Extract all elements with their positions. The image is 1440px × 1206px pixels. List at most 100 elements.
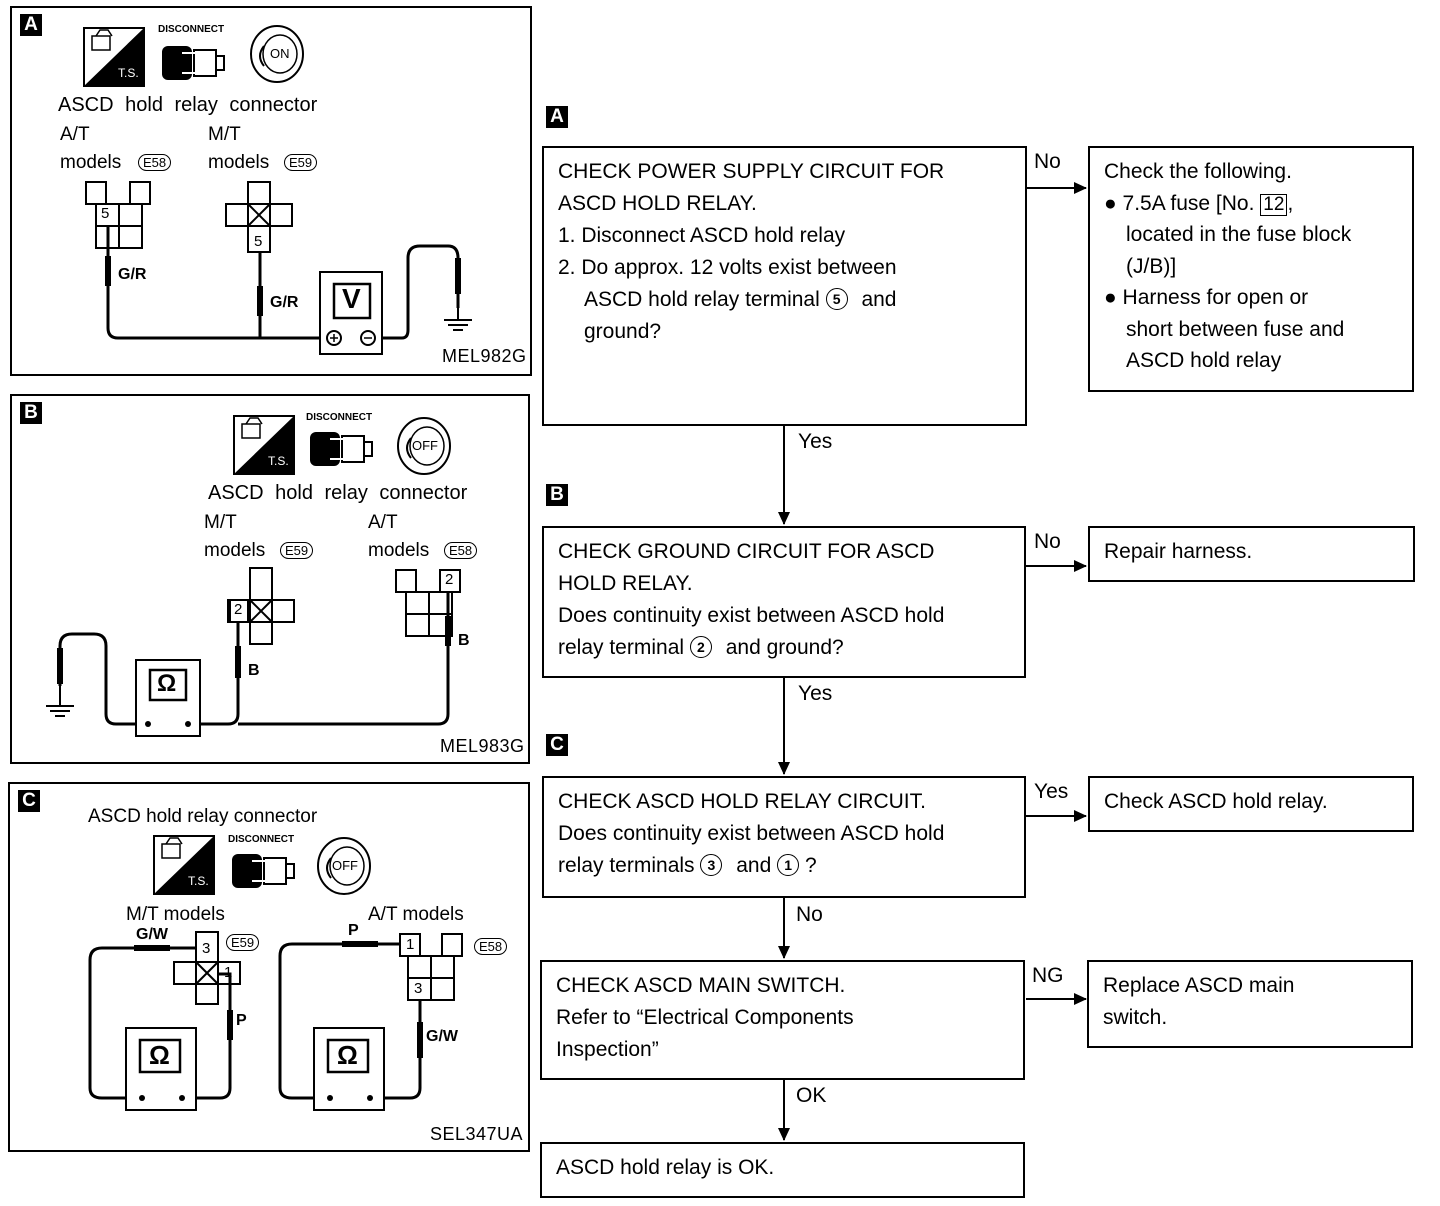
mt-connector-code: E59 (280, 542, 314, 559)
step-b-line-4b: and ground? (725, 636, 844, 659)
panel-letter: C (18, 790, 40, 812)
panel-c-diagram (88, 835, 463, 1111)
step-a-item-2b-text: ASCD hold relay terminal (584, 288, 820, 311)
figure-code: MEL983G (440, 736, 525, 756)
step-b-line-2: HOLD RELAY. (558, 572, 693, 595)
voltmeter-symbol: V (342, 283, 361, 314)
ts-label: T.S. (268, 454, 289, 468)
at-wire-color-p: P (348, 922, 359, 939)
at-model-label: A/T models (368, 904, 464, 925)
mt-models-label: models (204, 540, 266, 561)
panel-b: B DISCONNECT T.S. OFF ASCD hold relay co… (10, 394, 530, 764)
terminal-1-circle: 1 (777, 854, 800, 876)
connector-title: ASCD hold relay connector (208, 482, 468, 504)
final-box: ASCD hold relay is OK. (540, 1142, 1025, 1198)
result-a-bullet-2: ● Harness for open or (1104, 286, 1309, 309)
step-a-down-label: Yes (798, 430, 833, 453)
panel-a: A DISCONNECT T.S. ON ASCD hold relay con… (10, 6, 532, 376)
at-connector (399, 933, 463, 1001)
step-a-letter: A (546, 106, 568, 128)
step-c-line-2: Does continuity exist between ASCD hold (558, 822, 945, 845)
panel-letter: A (20, 14, 42, 36)
at-connector (395, 569, 461, 637)
at-connector-code: E58 (138, 154, 172, 171)
disconnect-label: DISCONNECT (158, 24, 225, 35)
ohmmeter-symbol-mt: Ω (149, 1040, 170, 1070)
mt-wire-color: G/R (270, 294, 299, 311)
step-b-letter: B (546, 484, 568, 506)
result-b-text: Repair harness. (1104, 540, 1253, 563)
result-a-bullet-1c: located in the fuse block (1126, 223, 1352, 246)
mt-terminal-number: 5 (254, 233, 263, 250)
key-label: OFF (412, 438, 438, 453)
figure-code: SEL347UA (430, 1124, 524, 1144)
ignition-key-icon (250, 25, 304, 83)
mt-wire-color: B (248, 662, 260, 679)
ignition-key-icon (397, 417, 451, 475)
step-d-line-2: Refer to “Electrical Components (556, 1006, 854, 1029)
mt-terminal-side: 1 (224, 964, 233, 981)
at-terminal-top: 1 (406, 936, 415, 953)
disconnect-icon (310, 432, 373, 466)
ts-label: T.S. (118, 66, 139, 80)
step-c-result-box: Check ASCD hold relay. (1088, 776, 1414, 832)
terminal-5-circle: 5 (825, 288, 848, 310)
step-b-line-4a: relay terminal (558, 636, 685, 659)
result-a-bullet-1a: 7.5A fuse [No. (1122, 191, 1255, 215)
ohmmeter-symbol-at: Ω (337, 1040, 358, 1070)
voltmeter (319, 271, 383, 355)
step-b-box: CHECK GROUND CIRCUIT FOR ASCD HOLD RELAY… (542, 526, 1026, 678)
at-wire-color: B (458, 632, 470, 649)
step-a-title-1: CHECK POWER SUPPLY CIRCUIT FOR (558, 160, 945, 183)
terminal-2-circle: 2 (689, 636, 712, 658)
mt-model-label: M/T models (126, 904, 225, 925)
step-c-line-3: relay terminals 3 and 1 ? (558, 850, 1010, 882)
ohmmeter (135, 659, 201, 737)
mt-models-label: models (208, 152, 270, 173)
step-b-branch-label: No (1034, 530, 1061, 553)
mt-connector (173, 931, 241, 1005)
at-models-label: models (60, 152, 122, 173)
ohmmeter-symbol: Ω (157, 670, 177, 697)
at-terminal-number: 2 (445, 571, 454, 588)
ts-label: T.S. (188, 874, 209, 888)
mt-terminal-top: 3 (202, 940, 211, 957)
final-text: ASCD hold relay is OK. (556, 1156, 775, 1179)
at-terminal-bottom: 3 (414, 980, 423, 997)
panel-c: C ASCD hold relay connector DISCONNECT T… (8, 782, 530, 1152)
panel-letter: B (20, 402, 42, 424)
result-c-text: Check ASCD hold relay. (1104, 790, 1328, 813)
at-models-label: models (368, 540, 430, 561)
step-c-box: CHECK ASCD HOLD RELAY CIRCUIT. Does cont… (542, 776, 1026, 898)
step-d-down-label: OK (796, 1084, 827, 1107)
disconnect-icon (162, 46, 225, 80)
figure-code: MEL982G (442, 346, 527, 366)
step-a-box: CHECK POWER SUPPLY CIRCUIT FOR ASCD HOLD… (542, 146, 1027, 426)
mt-wire-color-gw: G/W (136, 926, 168, 943)
step-c-letter: C (546, 734, 568, 756)
at-connector (85, 181, 151, 249)
step-c-line-3a: relay terminals (558, 854, 695, 877)
result-a-bullet-2c: ASCD hold relay (1126, 349, 1282, 372)
terminal-3-circle: 3 (700, 854, 723, 876)
at-wire-color: G/R (118, 266, 147, 283)
step-a-title-2: ASCD HOLD RELAY. (558, 192, 757, 215)
at-wire-color-gw: G/W (426, 1028, 458, 1045)
mt-model-label: M/T (208, 124, 241, 145)
step-d-branch-label: NG (1032, 964, 1064, 987)
at-model-label: A/T (368, 512, 398, 533)
result-d-line-2: switch. (1103, 1006, 1168, 1029)
mt-terminal-number: 2 (234, 601, 243, 618)
step-c-line-1: CHECK ASCD HOLD RELAY CIRCUIT. (558, 790, 926, 813)
fuse-number-box: 12 (1260, 193, 1288, 216)
step-b-line-3: Does continuity exist between ASCD hold (558, 604, 945, 627)
step-a-branch-label: No (1034, 150, 1061, 173)
step-b-down-label: Yes (798, 682, 833, 705)
mt-connector (227, 567, 295, 645)
at-connector-code: E58 (474, 938, 508, 955)
step-d-result-box: Replace ASCD main switch. (1087, 960, 1413, 1048)
at-connector-code: E58 (444, 542, 478, 559)
step-d-line-3: Inspection” (556, 1038, 659, 1061)
result-a-title: Check the following. (1104, 160, 1292, 183)
